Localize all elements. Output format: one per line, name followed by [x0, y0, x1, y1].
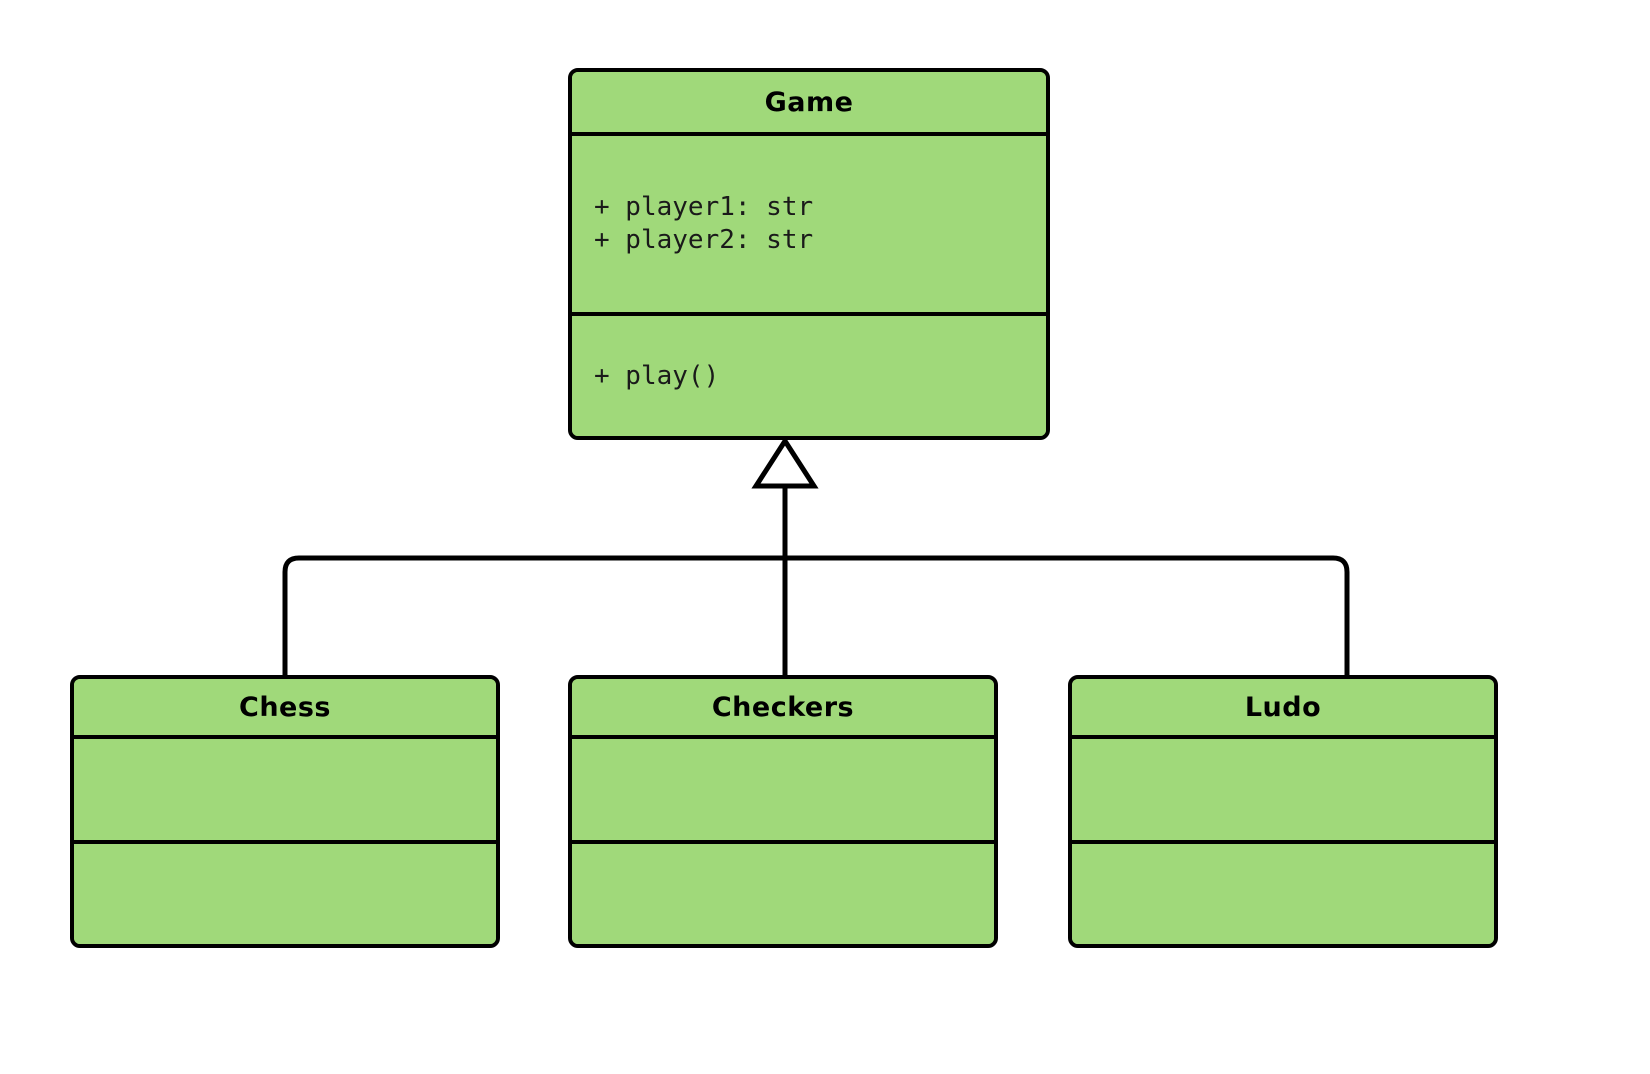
inheritance-triangle	[751, 436, 819, 489]
method-play: + play()	[594, 360, 720, 391]
attribute-player2: + player2: str	[594, 225, 814, 255]
class-name-checkers: Checkers	[572, 679, 994, 739]
attributes-compartment-checkers	[572, 739, 994, 844]
class-name-chess: Chess	[74, 679, 496, 739]
attributes-compartment-chess	[74, 739, 496, 844]
methods-compartment-chess	[74, 844, 496, 944]
methods-compartment-ludo	[1072, 844, 1494, 944]
class-box-chess[interactable]: Chess	[70, 675, 500, 948]
class-name-ludo: Ludo	[1072, 679, 1494, 739]
methods-compartment-checkers	[572, 844, 994, 944]
methods-compartment-game: + play()	[572, 316, 1046, 436]
edge-bus	[282, 555, 1350, 675]
attributes-compartment-ludo	[1072, 739, 1494, 844]
class-box-ludo[interactable]: Ludo	[1068, 675, 1498, 948]
class-name-game: Game	[572, 72, 1046, 136]
attributes-compartment-game: + player1: str + player2: str	[572, 136, 1046, 316]
class-box-checkers[interactable]: Checkers	[568, 675, 998, 948]
attribute-player1: + player1: str	[594, 192, 814, 222]
class-box-game[interactable]: Game + player1: str + player2: str + pla…	[568, 68, 1050, 440]
